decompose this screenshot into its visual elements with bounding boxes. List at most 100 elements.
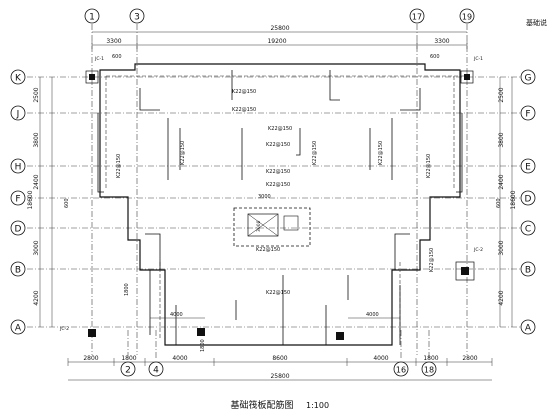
svg-text:4000: 4000 <box>170 312 183 318</box>
left-dimensions: 2500 3800 2400 3000 4200 18600 <box>27 77 53 327</box>
rebar-label: K22@150 <box>116 154 122 178</box>
rebar-label: K22@150 <box>266 290 290 296</box>
rebar-label: K22@150 <box>268 126 292 132</box>
elevator-core <box>233 207 311 247</box>
svg-text:4000: 4000 <box>366 312 379 318</box>
rebar-labels: K22@150 K22@150 K22@150 K22@150 K22@150 … <box>116 89 435 296</box>
rebar-label: K22@150 <box>266 182 290 188</box>
rebar-label: K22@150 <box>266 169 290 175</box>
svg-text:JC-2: JC-2 <box>473 247 483 253</box>
top-dimensions: 25800 3300 19200 3300 <box>91 25 468 49</box>
svg-text:17: 17 <box>412 13 422 22</box>
detail-marker-jc2: JC-2 <box>455 247 483 281</box>
left-axis-bubbles: K J H F D B A <box>10 69 535 335</box>
svg-text:2800: 2800 <box>462 355 477 362</box>
axis-bubble-bottom-2: 2 <box>120 330 136 377</box>
svg-text:2400: 2400 <box>33 174 40 189</box>
svg-text:G: G <box>525 74 532 84</box>
bottom-dimensions: 2800 1800 4000 8600 4000 1800 2800 25800 <box>67 355 493 381</box>
right-axis-bubbles: G F E D C B A <box>520 69 536 335</box>
svg-text:2400: 2400 <box>498 174 505 189</box>
rebar-label: K22@150 <box>429 248 435 272</box>
svg-text:16: 16 <box>396 366 406 375</box>
axis-bubble-right-B: B <box>520 261 536 277</box>
svg-text:B: B <box>15 266 21 276</box>
svg-text:4000: 4000 <box>373 355 388 362</box>
svg-text:4000: 4000 <box>172 355 187 362</box>
axis-bubble-bottom-16: 16 <box>393 330 409 377</box>
rebar-label: K22@150 <box>266 142 290 148</box>
rebar-label: K22@150 <box>378 141 384 165</box>
svg-text:A: A <box>525 324 532 334</box>
slab-outline <box>99 63 468 346</box>
svg-text:3800: 3800 <box>498 132 505 147</box>
drawing-title: 基础筏板配筋图 1:100 <box>230 399 329 411</box>
svg-text:19: 19 <box>462 13 472 22</box>
rebar-label: K22@150 <box>256 247 280 253</box>
axis-bubble-right-A: A <box>520 319 536 335</box>
axis-bubble-bottom-4: 4 <box>148 330 164 377</box>
svg-text:H: H <box>15 163 22 173</box>
svg-text:D: D <box>15 225 22 235</box>
rebar-label: K22@150 <box>312 141 318 165</box>
axis-bubble-left-H: H <box>10 158 535 174</box>
svg-text:3000: 3000 <box>258 194 271 200</box>
svg-text:25800: 25800 <box>270 25 289 32</box>
svg-text:3300: 3300 <box>106 38 121 45</box>
svg-text:JC-1: JC-1 <box>94 56 104 62</box>
axis-bubble-left-J: J <box>10 105 535 121</box>
svg-text:18600: 18600 <box>27 190 34 209</box>
svg-text:1800: 1800 <box>121 355 136 362</box>
rebar-label: K22@150 <box>232 89 256 95</box>
title-scale: 1:100 <box>306 401 329 410</box>
svg-text:F: F <box>525 110 530 120</box>
detail-marker-bottom-left: JC-2 <box>59 326 344 340</box>
rebar-label: K22@150 <box>232 107 256 113</box>
svg-text:2: 2 <box>125 366 131 376</box>
svg-text:600: 600 <box>112 54 122 60</box>
svg-text:600: 600 <box>64 198 70 208</box>
svg-text:J: J <box>16 110 20 120</box>
svg-text:3000: 3000 <box>33 240 40 255</box>
svg-text:3800: 3800 <box>33 132 40 147</box>
detail-markers: JC-1 JC-1 JC-2 JC-2 <box>59 56 483 340</box>
svg-text:1800: 1800 <box>200 339 206 352</box>
axis-bubble-left-K: K <box>10 69 535 85</box>
svg-text:25800: 25800 <box>270 373 289 380</box>
corner-note: 基础说 <box>526 18 547 27</box>
top-axis-bubbles: 1 3 17 19 <box>84 8 475 355</box>
svg-text:4200: 4200 <box>33 290 40 305</box>
svg-text:4200: 4200 <box>498 290 505 305</box>
svg-text:F: F <box>15 195 20 205</box>
axis-bubble-top-17: 17 <box>409 8 425 355</box>
svg-text:3000: 3000 <box>498 240 505 255</box>
axis-bubble-right-F: F <box>520 105 536 121</box>
axis-bubble-left-A: A <box>10 319 535 335</box>
svg-text:8600: 8600 <box>272 355 287 362</box>
svg-text:3: 3 <box>134 13 140 23</box>
axis-bubble-left-B: B <box>10 261 535 277</box>
svg-text:600: 600 <box>430 54 440 60</box>
axis-bubble-right-G: G <box>520 69 536 85</box>
svg-text:3300: 3300 <box>434 38 449 45</box>
svg-text:18600: 18600 <box>510 190 517 209</box>
rebar-label: K22@150 <box>180 141 186 165</box>
svg-text:1800: 1800 <box>124 283 130 296</box>
rebar-label: K22@150 <box>426 154 432 178</box>
svg-text:A: A <box>15 324 22 334</box>
right-dimensions: 2500 3800 2400 3000 4200 18600 <box>498 77 517 327</box>
axis-bubble-right-C: C <box>520 220 536 236</box>
svg-text:1800: 1800 <box>423 355 438 362</box>
local-dimensions: 600 600 600 600 4000 4000 3000 3000 1800… <box>64 54 502 352</box>
axis-bubble-left-F: F <box>10 190 535 206</box>
svg-text:2800: 2800 <box>83 355 98 362</box>
svg-text:3000: 3000 <box>256 220 262 232</box>
svg-text:1: 1 <box>89 13 95 23</box>
detail-marker-jc1-left: JC-1 <box>85 56 104 84</box>
svg-text:4: 4 <box>153 366 159 376</box>
bottom-axis-bubbles: 2 4 16 18 <box>120 330 437 377</box>
axis-bubble-right-E: E <box>520 158 536 174</box>
axis-bubble-top-3: 3 <box>129 8 145 355</box>
